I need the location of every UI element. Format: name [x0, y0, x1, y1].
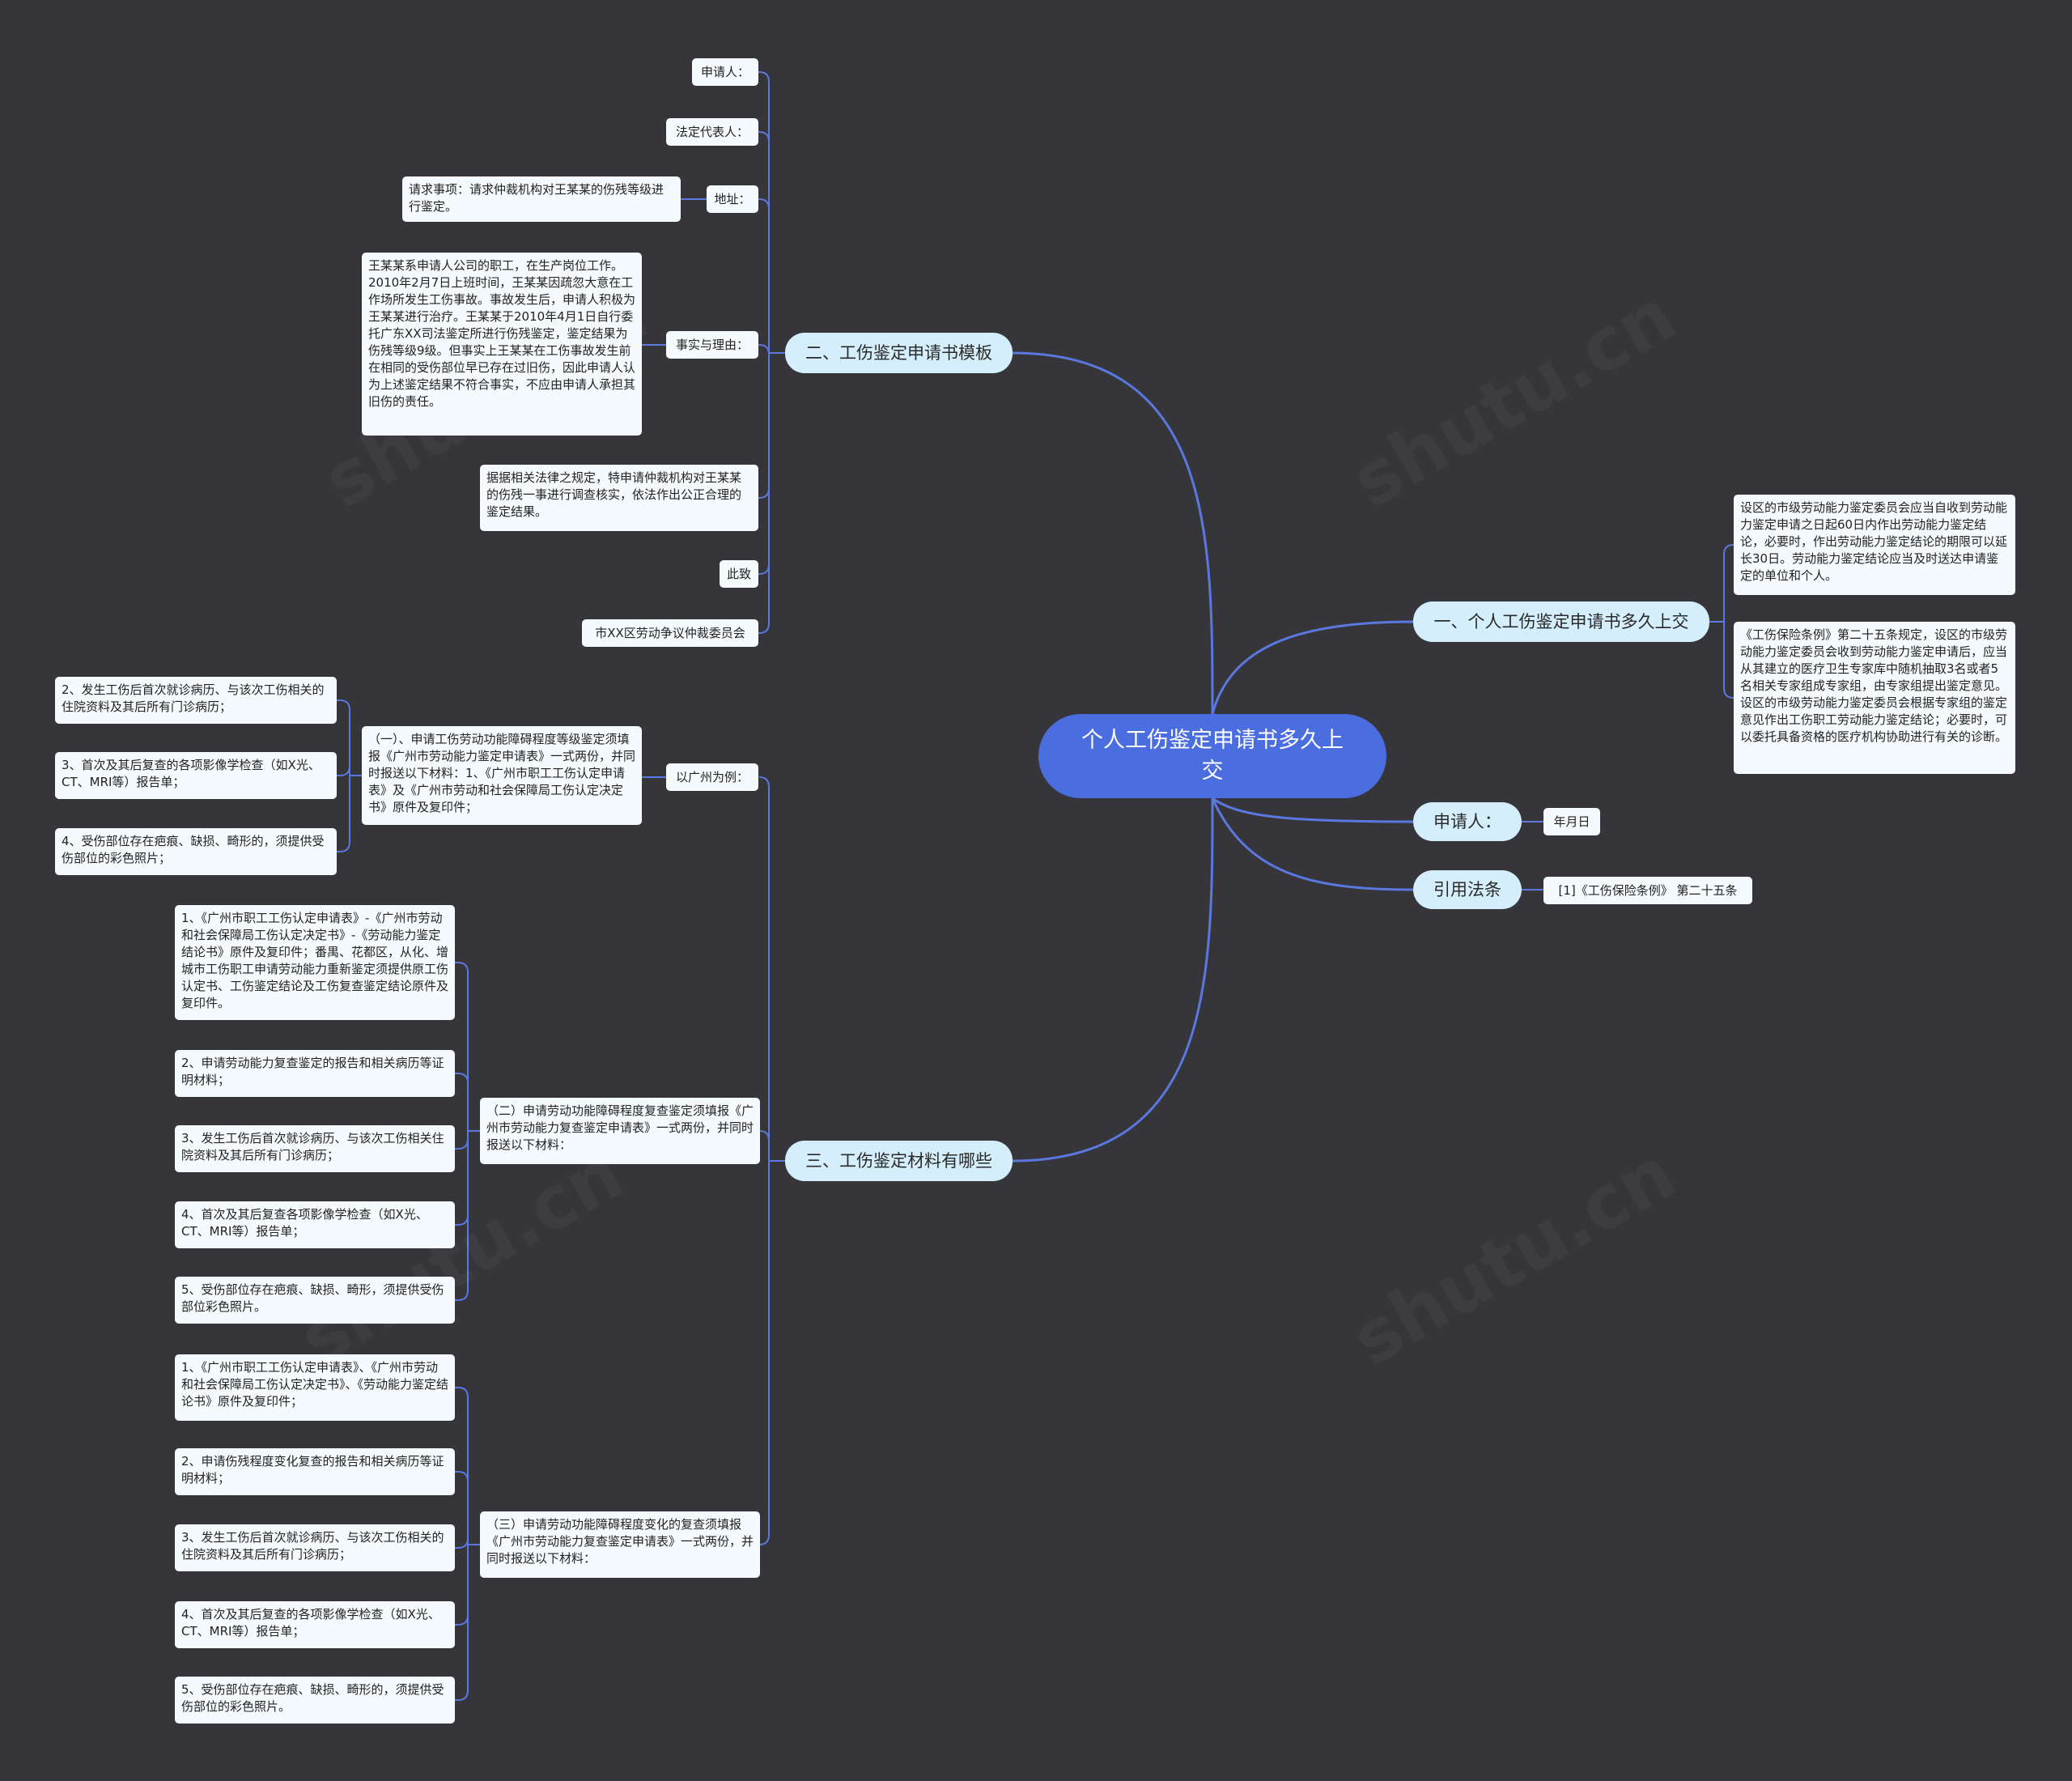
- connector-line: [758, 353, 770, 575]
- branch-cited-law[interactable]: 引用法条: [1413, 870, 1522, 909]
- branch-materials[interactable]: 三、工伤鉴定材料有哪些: [785, 1141, 1013, 1181]
- connector-line: [1723, 622, 1734, 699]
- group3-item3-node[interactable]: 3、发生工伤后首次就诊病历、与该次工伤相关的住院资料及其后所有门诊病历；: [175, 1524, 455, 1571]
- connector-line: [1012, 351, 1214, 715]
- group2-item2-node[interactable]: 2、申请劳动能力复查鉴定的报告和相关病历等证明材料；: [175, 1050, 455, 1097]
- connector-line: [455, 1387, 469, 1545]
- connector-line: [758, 198, 770, 353]
- template-legal-rep-node[interactable]: 法定代表人：: [666, 118, 758, 146]
- cited-law-node[interactable]: [1]《工伤保险条例》 第二十五条: [1543, 877, 1752, 904]
- group3-item4-node[interactable]: 4、首次及其后复查的各项影像学检查（如X光、CT、MRI等）报告单；: [175, 1601, 455, 1648]
- group3-item1-node[interactable]: 1、《广州市职工工伤认定申请表》、《广州市劳动和社会保障局工伤认定决定书》、《劳…: [175, 1354, 455, 1421]
- connector-line: [337, 699, 350, 776]
- guangzhou-example-node[interactable]: 以广州为例：: [666, 763, 758, 791]
- connector-line: [1723, 544, 1734, 622]
- connector-line: [337, 765, 350, 776]
- connector-line: [758, 1130, 770, 1161]
- date-node[interactable]: 年月日: [1543, 808, 1600, 835]
- template-request-node[interactable]: 请求事项：请求仲裁机构对王某某的伤残等级进行鉴定。: [402, 176, 681, 222]
- connector-line: [455, 1073, 469, 1131]
- branch-applicant[interactable]: 申请人：: [1413, 802, 1522, 841]
- regulation-article-node[interactable]: 《工伤保险条例》第二十五条规定，设区的市级劳动能力鉴定委员会收到劳动能力鉴定申请…: [1734, 622, 2015, 774]
- template-address-node[interactable]: 地址：: [707, 185, 758, 213]
- connector-line: [455, 1537, 469, 1549]
- template-facts-node[interactable]: 事实与理由：: [666, 331, 758, 359]
- group2-item5-node[interactable]: 5、受伤部位存在疤痕、缺损、畸形，须提供受伤部位彩色照片。: [175, 1277, 455, 1324]
- connector-line: [758, 344, 770, 355]
- connector-line: [1212, 797, 1414, 823]
- branch-template[interactable]: 二、工伤鉴定申请书模板: [785, 333, 1013, 373]
- group2-item4-node[interactable]: 4、首次及其后复查各项影像学检查（如X光、CT、MRI等）报告单；: [175, 1201, 455, 1248]
- connector-line: [455, 1131, 469, 1150]
- group3-item5-node[interactable]: 5、受伤部位存在疤痕、缺损、畸形的，须提供受伤部位的彩色照片。: [175, 1677, 455, 1724]
- connector-line: [1211, 620, 1414, 715]
- group1-item4-node[interactable]: 4、受伤部位存在疤痕、缺损、畸形的，须提供受伤部位的彩色照片；: [55, 828, 337, 875]
- connector-line: [1211, 797, 1414, 891]
- template-law-node[interactable]: 据据相关法律之规定，特申请仲裁机构对王某某的伤残一事进行调查核实，依法作出公正合…: [480, 465, 758, 531]
- group2-text-node[interactable]: （二）申请劳动功能障碍程度复查鉴定须填报《广州市劳动能力复查鉴定申请表》一式两份…: [480, 1098, 760, 1164]
- template-facts-text-node[interactable]: 王某某系申请人公司的职工，在生产岗位工作。2010年2月7日上班时间，王某某因疏…: [362, 253, 642, 436]
- group1-text-node[interactable]: （一）、申请工伤劳动功能障碍程度等级鉴定须填报《广州市劳动能力鉴定申请表》一式两…: [362, 726, 642, 825]
- connector-line: [758, 131, 770, 353]
- connector-line: [337, 776, 350, 852]
- connector-line: [758, 1161, 770, 1545]
- root-node[interactable]: 个人工伤鉴定申请书多久上交: [1038, 714, 1386, 798]
- template-closing-node[interactable]: 此致: [720, 560, 758, 588]
- group2-item1-node[interactable]: 1、《广州市职工工伤认定申请表》-《广州市劳动和社会保障局工伤认定决定书》-《劳…: [175, 905, 455, 1020]
- template-applicant-node[interactable]: 申请人：: [692, 58, 758, 86]
- connector-line: [455, 1471, 469, 1545]
- connector-line: [758, 353, 770, 634]
- branch-submit-deadline[interactable]: 一、个人工伤鉴定申请书多久上交: [1413, 601, 1709, 642]
- connector-line: [758, 776, 770, 1161]
- connector-line: [1012, 797, 1214, 1163]
- template-committee-node[interactable]: 市XX区劳动争议仲裁委员会: [582, 619, 758, 647]
- group3-text-node[interactable]: （三）申请劳动功能障碍程度变化的复查须填报《广州市劳动能力复查鉴定申请表》一式两…: [480, 1511, 760, 1578]
- connector-line: [758, 353, 770, 499]
- connector-line: [455, 1131, 469, 1301]
- connector-line: [758, 71, 770, 353]
- group1-item2-node[interactable]: 2、发生工伤后首次就诊病历、与该次工伤相关的住院资料及其后所有门诊病历；: [55, 677, 337, 724]
- group2-item3-node[interactable]: 3、发生工伤后首次就诊病历、与该次工伤相关住院资料及其后所有门诊病历；: [175, 1125, 455, 1172]
- deadline-rule-node[interactable]: 设区的市级劳动能力鉴定委员会应当自收到劳动能力鉴定申请之日起60日内作出劳动能力…: [1734, 495, 2015, 595]
- connector-line: [455, 1545, 469, 1626]
- connector-line: [455, 1545, 469, 1701]
- connector-line: [455, 962, 469, 1131]
- group1-item3-node[interactable]: 3、首次及其后复查的各项影像学检查（如X光、CT、MRI等）报告单；: [55, 752, 337, 799]
- group3-item2-node[interactable]: 2、申请伤残程度变化复查的报告和相关病历等证明材料；: [175, 1448, 455, 1495]
